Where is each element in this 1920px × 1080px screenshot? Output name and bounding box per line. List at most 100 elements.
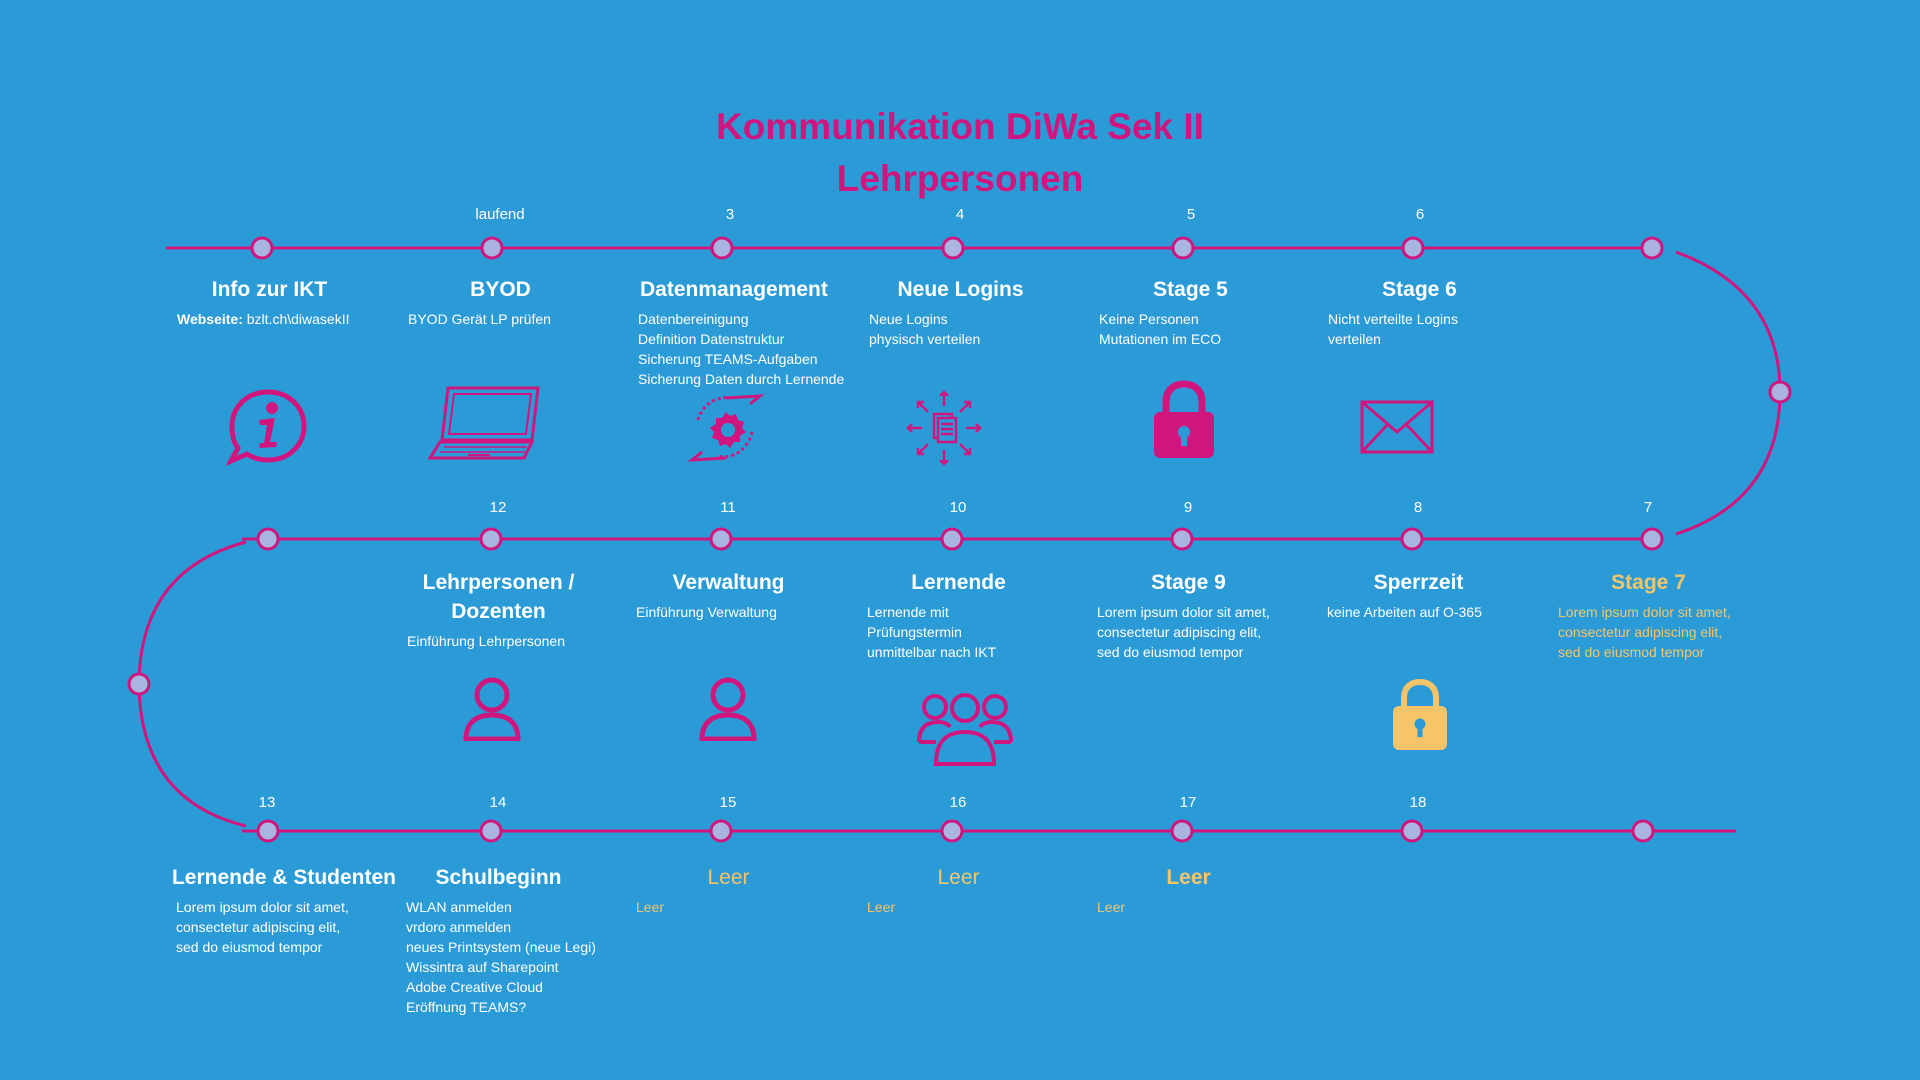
padlock-yellow-icon [1393, 678, 1447, 750]
timeline-node [1640, 527, 1664, 551]
stage-title: Lernende [911, 571, 1006, 594]
website-link[interactable]: bzlt.ch\diwasekII [242, 311, 350, 327]
stage-title: Stage 6 [1382, 278, 1457, 301]
stage-7: Stage 7 Lorem ipsum dolor sit amet, cons… [1536, 568, 1761, 662]
timeline-node [709, 819, 733, 843]
step-number: laufend [475, 206, 525, 223]
stage-description: Keine Personen Mutationen im ECO [1099, 311, 1222, 347]
group-icon [917, 693, 1013, 766]
timeline-node [479, 819, 503, 843]
step-number: 10 [949, 499, 967, 516]
step-number: 11 [720, 499, 736, 516]
timeline-node [1401, 236, 1425, 260]
stage-title: Neue Logins [897, 278, 1024, 301]
step-number: 13 [258, 794, 276, 811]
stage-title: Info zur IKT [211, 278, 328, 301]
step-number: 18 [1409, 794, 1427, 811]
page-title: Kommunikation DiWa Sek II [716, 106, 1204, 147]
document-distribution-icon [906, 390, 982, 466]
stage-description: Lorem ipsum dolor sit amet, consectetur … [1558, 604, 1731, 660]
timeline-node [1400, 527, 1424, 551]
stage-title: Schulbeginn [435, 866, 562, 889]
stage-title: Leer [1166, 866, 1211, 889]
stage-description: Nicht verteilte Logins verteilen [1328, 311, 1458, 347]
stage-title: Sperrzeit [1373, 571, 1464, 594]
step-number: 9 [1183, 499, 1193, 516]
timeline-node [1170, 819, 1194, 843]
stage-title: Stage 7 [1611, 571, 1686, 594]
stage-lernende: Lernende Lernende mit Prüfungstermin unm… [846, 568, 1071, 662]
step-number: 4 [955, 206, 965, 223]
website-label: Webseite: [177, 311, 243, 327]
stage-description: BYOD Gerät LP prüfen [408, 311, 551, 327]
timeline-node [710, 236, 734, 260]
timeline-node [256, 527, 280, 551]
stage-note: Eröffnung TEAMS? [406, 999, 527, 1015]
stage-description: Neue Logins physisch verteilen [869, 311, 981, 347]
stage-description: Leer [636, 899, 665, 915]
stage-sperrzeit: Sperrzeit keine Arbeiten auf O-365 [1306, 568, 1531, 622]
timeline-node [250, 236, 274, 260]
stage-neue-logins: Neue Logins Neue Logins physisch verteil… [848, 275, 1073, 349]
stage-leer-17: Leer Leer [1076, 863, 1301, 917]
timeline-node [1170, 527, 1194, 551]
timeline-node [941, 236, 965, 260]
timeline-node [480, 236, 504, 260]
laptop-icon [428, 386, 540, 460]
stage-description: Datenbereinigung Definition Datenstruktu… [638, 311, 845, 387]
timeline-node [1400, 819, 1424, 843]
stage-description: Leer [1097, 899, 1126, 915]
stage-title: Leer [707, 866, 750, 889]
stage-5: Stage 5 Keine Personen Mutationen im ECO [1078, 275, 1303, 349]
stage-verwaltung: Verwaltung Einführung Verwaltung [616, 568, 841, 622]
stage-info-ikt: Info zur IKT Webseite: bzlt.ch\diwasekII [157, 275, 382, 329]
padlock-icon [1154, 380, 1214, 458]
step-number: 12 [489, 499, 507, 516]
page-subtitle: Lehrpersonen [836, 158, 1084, 199]
step-number: 6 [1415, 206, 1425, 223]
stage-description: Lernende mit Prüfungstermin unmittelbar … [867, 604, 997, 660]
stage-datenmanagement: Datenmanagement Datenbereinigung Definit… [618, 275, 868, 389]
stage-6: Stage 6 Nicht verteilte Logins verteilen [1307, 275, 1532, 349]
stage-leer-16: Leer Leer [846, 863, 1071, 917]
timeline-node [1768, 380, 1792, 404]
stage-leer-15: Leer Leer [616, 863, 841, 917]
step-number: 14 [489, 794, 507, 811]
timeline-node [940, 819, 964, 843]
step-number: 15 [719, 794, 737, 811]
timeline-node [1171, 236, 1195, 260]
step-number: 8 [1413, 499, 1423, 516]
stage-schulbeginn: Schulbeginn WLAN anmelden vrdoro anmelde… [386, 863, 636, 1017]
step-number: 17 [1179, 794, 1197, 811]
stage-title: Stage 9 [1151, 571, 1226, 594]
timeline-node [256, 819, 280, 843]
stage-title: BYOD [470, 278, 531, 301]
stage-title: Lernende & Studenten [171, 866, 397, 889]
timeline-node [479, 527, 503, 551]
stage-byod: BYOD BYOD Gerät LP prüfen [388, 275, 613, 329]
gear-cycle-icon [687, 394, 765, 462]
stage-description: Lorem ipsum dolor sit amet, consectetur … [176, 899, 349, 955]
stage-title: Lehrpersonen / Dozenten [422, 571, 575, 623]
stage-lernende-studenten: Lernende & Studenten Lorem ipsum dolor s… [154, 863, 414, 957]
stage-title: Verwaltung [672, 571, 785, 594]
stage-lehrpersonen-dozenten: Lehrpersonen / Dozenten Einführung Lehrp… [386, 568, 611, 651]
stage-description: keine Arbeiten auf O-365 [1327, 604, 1482, 620]
stage-description: Leer [867, 899, 896, 915]
person-icon [699, 677, 757, 741]
step-number: 7 [1643, 499, 1653, 516]
envelope-icon [1360, 400, 1434, 454]
person-icon [463, 677, 521, 741]
timeline-arc-left [137, 540, 247, 828]
stage-description: Einführung Lehrpersonen [407, 633, 566, 649]
timeline-node [1631, 819, 1655, 843]
stage-title: Stage 5 [1153, 278, 1228, 301]
stage-description: Einführung Verwaltung [636, 604, 777, 620]
step-number: 5 [1186, 206, 1196, 223]
timeline-arc-right [1675, 250, 1782, 536]
step-number: 3 [725, 206, 735, 223]
timeline-node [127, 672, 151, 696]
timeline-node [940, 527, 964, 551]
stage-9: Stage 9 Lorem ipsum dolor sit amet, cons… [1076, 568, 1301, 662]
